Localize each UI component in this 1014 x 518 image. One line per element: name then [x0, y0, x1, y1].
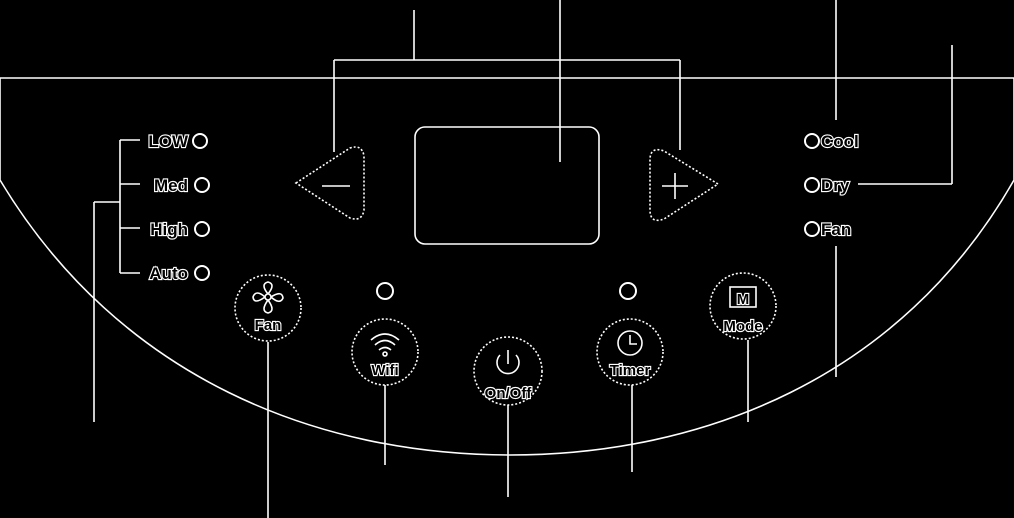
timer-led — [619, 282, 637, 300]
power-button[interactable]: On/Off — [473, 336, 543, 406]
wifi-icon — [370, 333, 400, 357]
mode-button[interactable]: M Mode — [709, 272, 777, 340]
fan-speed-high-led — [194, 221, 210, 237]
plus-icon — [662, 173, 688, 199]
timer-button-label: Timer — [610, 362, 651, 379]
fan-button[interactable]: Fan — [234, 274, 302, 342]
fan-speed-med-led — [194, 177, 210, 193]
wifi-led — [376, 282, 394, 300]
leader-lines — [93, 0, 953, 518]
mode-icon: M — [729, 286, 757, 309]
mode-indicators: Cool Dry Fan — [804, 131, 860, 240]
mode-dry-label: Dry — [821, 176, 850, 195]
timer-button[interactable]: Timer — [596, 318, 664, 386]
fan-icon — [252, 281, 284, 314]
fan-button-label: Fan — [255, 317, 282, 334]
svg-text:M: M — [737, 291, 750, 308]
mode-cool-led — [804, 133, 820, 149]
fan-speed-high-label: High — [150, 220, 188, 239]
fan-speed-med-label: Med — [154, 176, 188, 195]
fan-speed-indicators: LOW Med High Auto — [147, 131, 210, 284]
panel-outline — [0, 77, 1014, 456]
fan-speed-auto-led — [194, 265, 210, 281]
wifi-button[interactable]: Wifi — [351, 318, 419, 386]
mode-fan-label: Fan — [821, 220, 851, 239]
power-button-label: On/Off — [485, 385, 533, 402]
clock-icon — [617, 330, 643, 356]
power-icon — [496, 350, 520, 375]
mode-fan-led — [804, 221, 820, 237]
fan-speed-auto-label: Auto — [149, 264, 188, 283]
mode-button-label: Mode — [723, 318, 762, 335]
fan-speed-low-led — [192, 133, 208, 149]
mode-dry-led — [804, 177, 820, 193]
plus-button[interactable] — [649, 148, 720, 222]
minus-button[interactable] — [294, 146, 365, 220]
mode-cool-label: Cool — [821, 132, 859, 151]
fan-speed-low-label: LOW — [148, 132, 189, 151]
display-screen — [414, 126, 600, 245]
wifi-button-label: Wifi — [371, 362, 398, 379]
